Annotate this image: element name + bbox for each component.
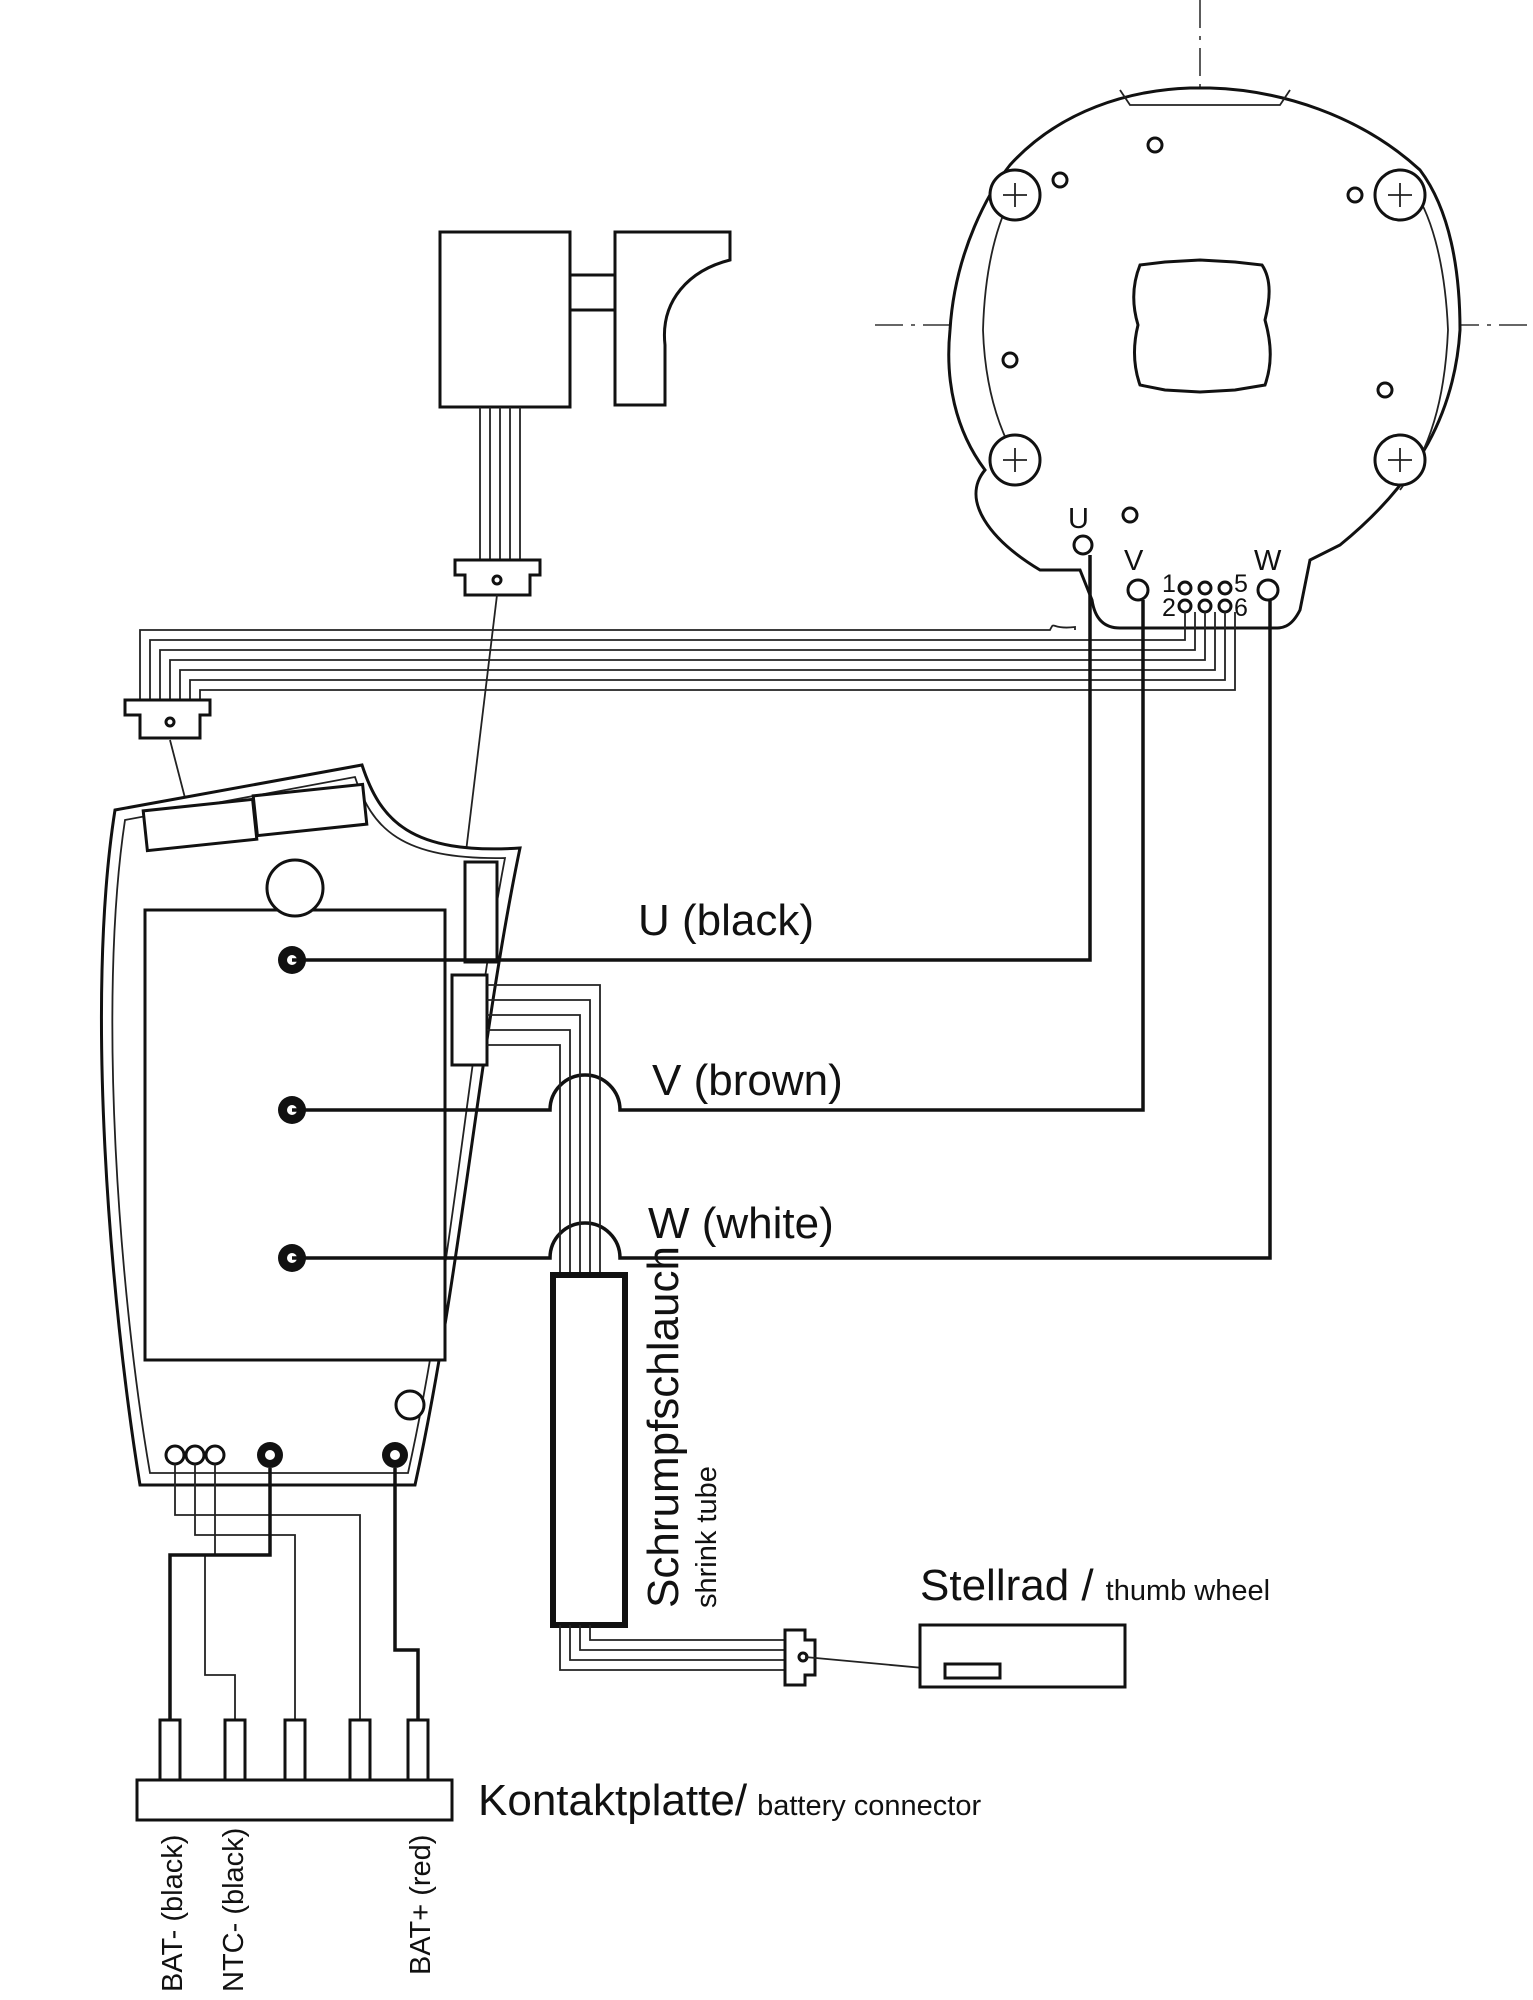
- battery-connector-label-en: battery connector: [757, 1790, 981, 1822]
- bat-minus-label: BAT- (black): [157, 1835, 189, 1992]
- phase-w-label: W (white): [648, 1199, 834, 1248]
- pin-1-label: 1: [1162, 570, 1176, 598]
- battery-connector-plate: [135, 1778, 454, 1822]
- shrink-tube: [550, 1272, 628, 1628]
- phase-wires: [292, 555, 1272, 1260]
- terminal-u-label: U: [1068, 503, 1089, 535]
- bat-plus-label: BAT+ (red): [405, 1835, 437, 1975]
- thumb-wheel-label-de: Stellrad /: [920, 1561, 1094, 1610]
- phase-v-label: V (brown): [652, 1056, 843, 1105]
- terminal-v: [1126, 578, 1150, 602]
- pin-6-label: 6: [1234, 594, 1248, 622]
- trigger-switch: [438, 230, 732, 597]
- thumb-wheel-harness: [487, 984, 1127, 1689]
- terminal-w: [1256, 578, 1280, 602]
- battery-wiring: [135, 1464, 454, 1822]
- terminal-v-label: V: [1124, 545, 1144, 577]
- terminal-u: [1072, 534, 1094, 556]
- ntc-minus-label: NTC- (black): [218, 1828, 250, 1992]
- screw-icon: [1373, 168, 1427, 222]
- pin-2-label: 2: [1162, 594, 1176, 622]
- sensor-harness: [123, 594, 1236, 861]
- thumb-wheel-label-en: thumb wheel: [1106, 1575, 1270, 1607]
- screw-icon: [988, 168, 1042, 222]
- shrink-tube-label-de: Schrumpfschlauch: [639, 1246, 688, 1608]
- shrink-tube-label-en: shrink tube: [691, 1466, 723, 1608]
- motor: U V W 1 2 5 6: [875, 0, 1533, 630]
- battery-connector-label-de: Kontaktplatte/: [478, 1776, 748, 1825]
- electronics-housing: [99, 763, 522, 1487]
- battery-connector-label: Kontaktplatte/ battery connector: [478, 1776, 981, 1825]
- screw-icon: [1373, 433, 1427, 487]
- thumb-wheel-label: Stellrad / thumb wheel: [920, 1561, 1270, 1610]
- phase-u-label: U (black): [638, 896, 814, 945]
- pin-5-label: 5: [1234, 570, 1248, 598]
- screw-icon: [988, 433, 1042, 487]
- terminal-w-label: W: [1254, 545, 1282, 577]
